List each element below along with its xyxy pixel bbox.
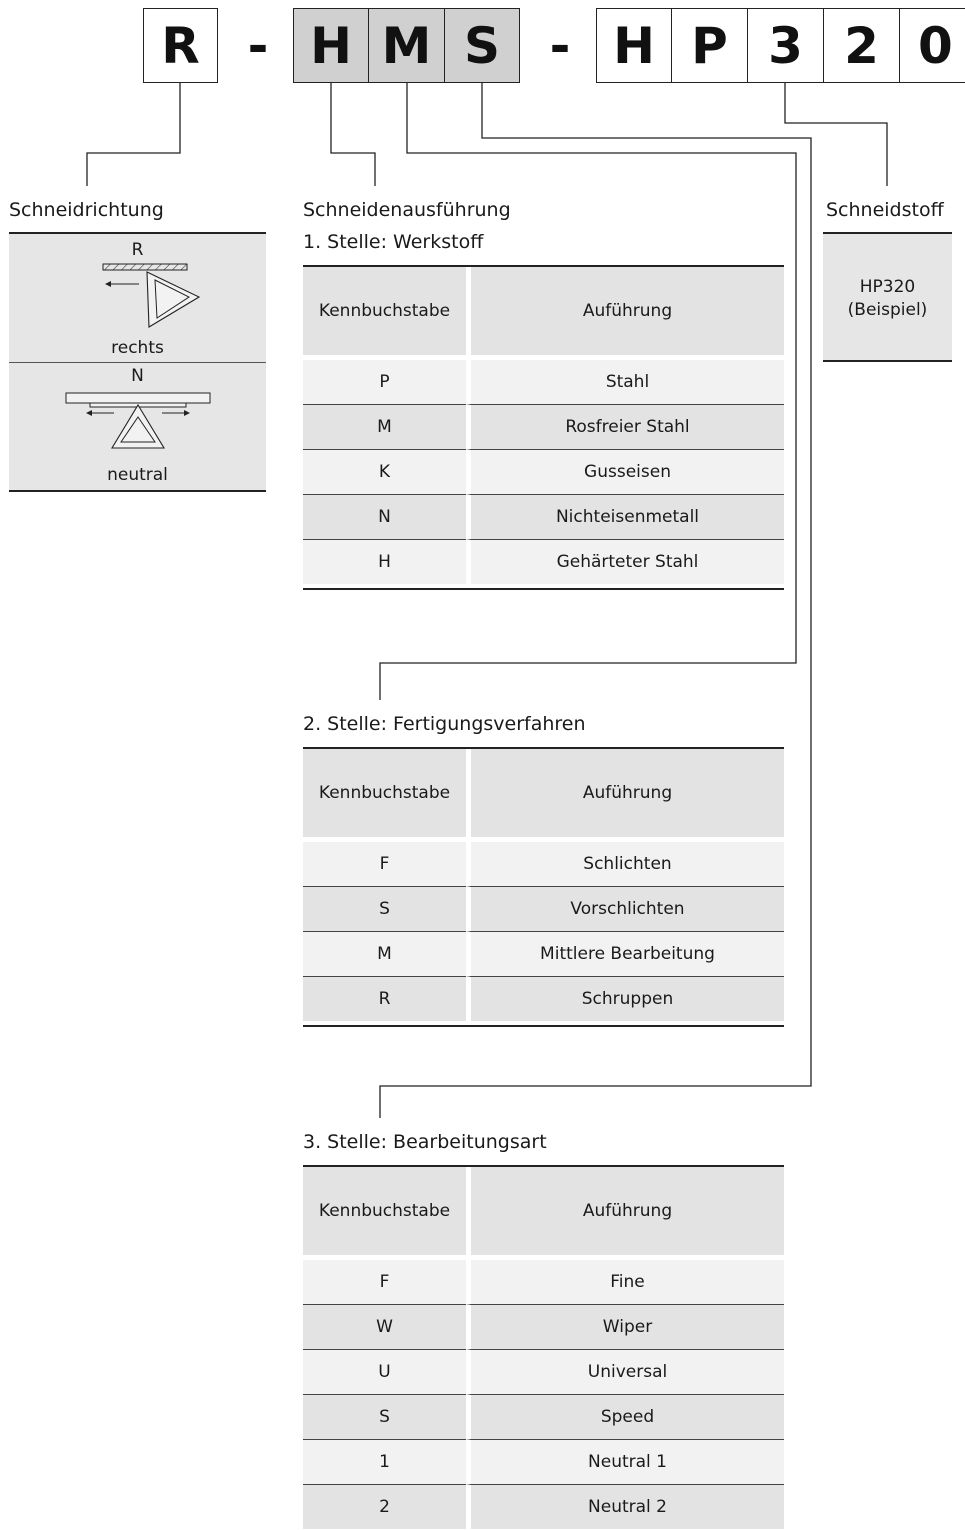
cell-design: Schlichten bbox=[466, 837, 784, 886]
direction-name: rechts bbox=[111, 338, 164, 358]
column-header-design: Auführung bbox=[466, 749, 784, 837]
cell-code: P bbox=[303, 355, 466, 404]
direction-option-right: R rechts bbox=[9, 234, 266, 362]
column-header-code: Kennbuchstabe bbox=[303, 267, 466, 355]
cell-code: M bbox=[303, 931, 466, 976]
cell-design: Universal bbox=[466, 1349, 784, 1394]
right-hand-insert-icon bbox=[102, 263, 201, 328]
edge-design-title: Schneidenausführung bbox=[303, 199, 511, 221]
table-title-machining: 3. Stelle: Bearbeitungsart bbox=[303, 1131, 547, 1153]
cell-design: Speed bbox=[466, 1394, 784, 1439]
code-letter-machining: S bbox=[444, 8, 520, 83]
cell-code: U bbox=[303, 1349, 466, 1394]
column-header-design: Auführung bbox=[466, 267, 784, 355]
column-header-code: Kennbuchstabe bbox=[303, 749, 466, 837]
cell-code: R bbox=[303, 976, 466, 1021]
cell-design: Neutral 2 bbox=[466, 1484, 784, 1529]
direction-letter: N bbox=[131, 366, 144, 386]
code-letter-process: M bbox=[368, 8, 445, 83]
code-letter-material: H bbox=[293, 8, 369, 83]
cell-code: H bbox=[303, 539, 466, 584]
cell-code: S bbox=[303, 886, 466, 931]
table-title-process: 2. Stelle: Fertigungsverfahren bbox=[303, 713, 586, 735]
cutting-direction-panel: R rechts N neutral bbox=[9, 234, 266, 490]
cutting-material-note: (Beispiel) bbox=[847, 300, 928, 320]
table-rule bbox=[303, 1165, 784, 1167]
cell-code: M bbox=[303, 404, 466, 449]
table-title-material: 1. Stelle: Werkstoff bbox=[303, 231, 484, 253]
table-rule bbox=[303, 747, 784, 749]
connector-process bbox=[379, 83, 797, 700]
cutting-material-box: HP320 (Beispiel) bbox=[823, 234, 952, 360]
table-rule bbox=[303, 1025, 784, 1027]
cell-design: Gehärteter Stahl bbox=[466, 539, 784, 584]
cell-code: K bbox=[303, 449, 466, 494]
cutting-direction-title: Schneidrichtung bbox=[9, 199, 164, 221]
cell-design: Nichteisenmetall bbox=[466, 494, 784, 539]
connector-material bbox=[330, 83, 376, 186]
code-separator: - bbox=[247, 16, 269, 75]
cell-code: 2 bbox=[303, 1484, 466, 1529]
direction-name: neutral bbox=[107, 465, 168, 485]
connector-direction bbox=[86, 83, 181, 186]
cell-design: Neutral 1 bbox=[466, 1439, 784, 1484]
cell-design: Vorschlichten bbox=[466, 886, 784, 931]
cell-code: S bbox=[303, 1394, 466, 1439]
code-letter-direction: R bbox=[143, 8, 218, 83]
direction-option-neutral: N neutral bbox=[9, 363, 266, 490]
direction-letter: R bbox=[131, 240, 144, 260]
table-rule bbox=[303, 265, 784, 267]
divider bbox=[9, 362, 266, 363]
connector-machining bbox=[379, 83, 812, 1118]
divider bbox=[9, 490, 266, 492]
cutting-material-title: Schneidstoff bbox=[826, 199, 944, 221]
cell-design: Mittlere Bearbeitung bbox=[466, 931, 784, 976]
code-letter-grade-2: P bbox=[671, 8, 748, 83]
divider bbox=[823, 360, 952, 362]
column-header-design: Auführung bbox=[466, 1167, 784, 1255]
code-letter-grade-4: 2 bbox=[823, 8, 900, 83]
divider bbox=[9, 232, 266, 234]
divider bbox=[823, 232, 952, 234]
cell-design: Wiper bbox=[466, 1304, 784, 1349]
connector-grade bbox=[784, 83, 888, 186]
cell-code: F bbox=[303, 1255, 466, 1304]
cell-design: Fine bbox=[466, 1255, 784, 1304]
cell-design: Gusseisen bbox=[466, 449, 784, 494]
cell-design: Schruppen bbox=[466, 976, 784, 1021]
cell-code: N bbox=[303, 494, 466, 539]
neutral-insert-icon bbox=[65, 392, 211, 449]
cell-code: W bbox=[303, 1304, 466, 1349]
code-letter-grade-5: 0 bbox=[899, 8, 965, 83]
cutting-material-value: HP320 bbox=[859, 277, 916, 297]
cell-code: 1 bbox=[303, 1439, 466, 1484]
cell-code: F bbox=[303, 837, 466, 886]
table-rule bbox=[303, 588, 784, 590]
cell-design: Stahl bbox=[466, 355, 784, 404]
code-separator: - bbox=[549, 16, 571, 75]
column-header-code: Kennbuchstabe bbox=[303, 1167, 466, 1255]
cell-design: Rosfreier Stahl bbox=[466, 404, 784, 449]
